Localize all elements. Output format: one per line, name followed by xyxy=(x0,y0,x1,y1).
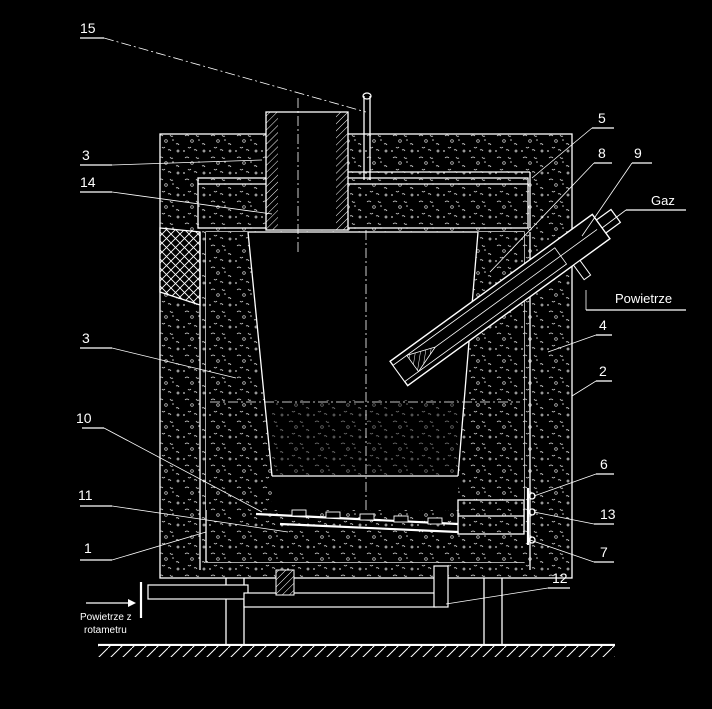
label-powietrze: Powietrze xyxy=(615,291,672,306)
top-lid-layers xyxy=(197,171,531,229)
refractory-lining xyxy=(206,231,524,510)
label-air-inlet-line1: Powietrze z xyxy=(80,612,132,623)
support-legs xyxy=(225,571,503,646)
left-crosshatched-block xyxy=(159,227,201,306)
hearth-grate xyxy=(208,509,528,562)
exhaust-chimney xyxy=(265,111,349,231)
label-2: 2 xyxy=(599,363,607,379)
side-port xyxy=(457,488,536,545)
label-15: 15 xyxy=(80,20,96,36)
label-10: 10 xyxy=(76,410,92,426)
label-7: 7 xyxy=(600,544,608,560)
label-6: 6 xyxy=(600,456,608,472)
label-3-middle: 3 xyxy=(82,330,90,346)
gas-burner xyxy=(389,208,622,387)
ground-floor xyxy=(98,643,615,657)
label-8: 8 xyxy=(598,145,606,161)
label-9: 9 xyxy=(634,145,642,161)
leader-lines xyxy=(80,37,686,605)
label-gaz: Gaz xyxy=(651,193,675,208)
thermocouple-probe xyxy=(362,92,372,180)
label-14: 14 xyxy=(80,174,96,190)
air-inlet-pipe xyxy=(86,565,449,618)
label-4: 4 xyxy=(599,317,607,333)
label-air-inlet-line2: rotametru xyxy=(84,625,127,636)
label-13: 13 xyxy=(600,506,616,522)
label-3-top: 3 xyxy=(82,147,90,163)
label-12: 12 xyxy=(552,570,568,586)
label-5: 5 xyxy=(598,110,606,126)
label-1: 1 xyxy=(84,540,92,556)
label-11: 11 xyxy=(78,487,93,503)
